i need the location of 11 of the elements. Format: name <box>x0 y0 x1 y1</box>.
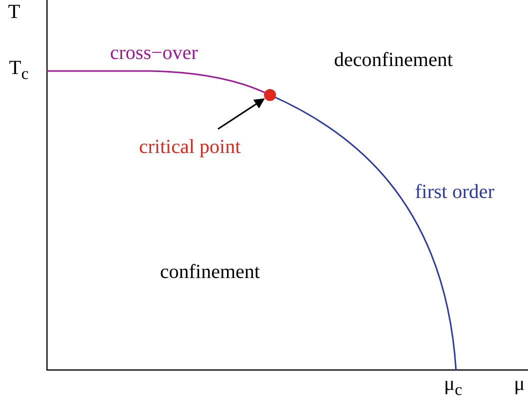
axis-label: μ$_{c}$ <box>444 374 462 399</box>
annotation-label: critical point <box>139 137 263 159</box>
leader-arrow <box>218 98 265 130</box>
region-label: confinement <box>160 262 260 282</box>
critical-point-marker <box>264 89 276 101</box>
curve-label: first order <box>415 182 494 202</box>
axis-label: T <box>8 2 20 22</box>
axis-label: μ <box>514 374 525 394</box>
curve-label: cross−over <box>110 43 198 63</box>
region-label: deconfinement <box>334 50 453 70</box>
axis-label: T$_{c}$ <box>9 58 29 83</box>
